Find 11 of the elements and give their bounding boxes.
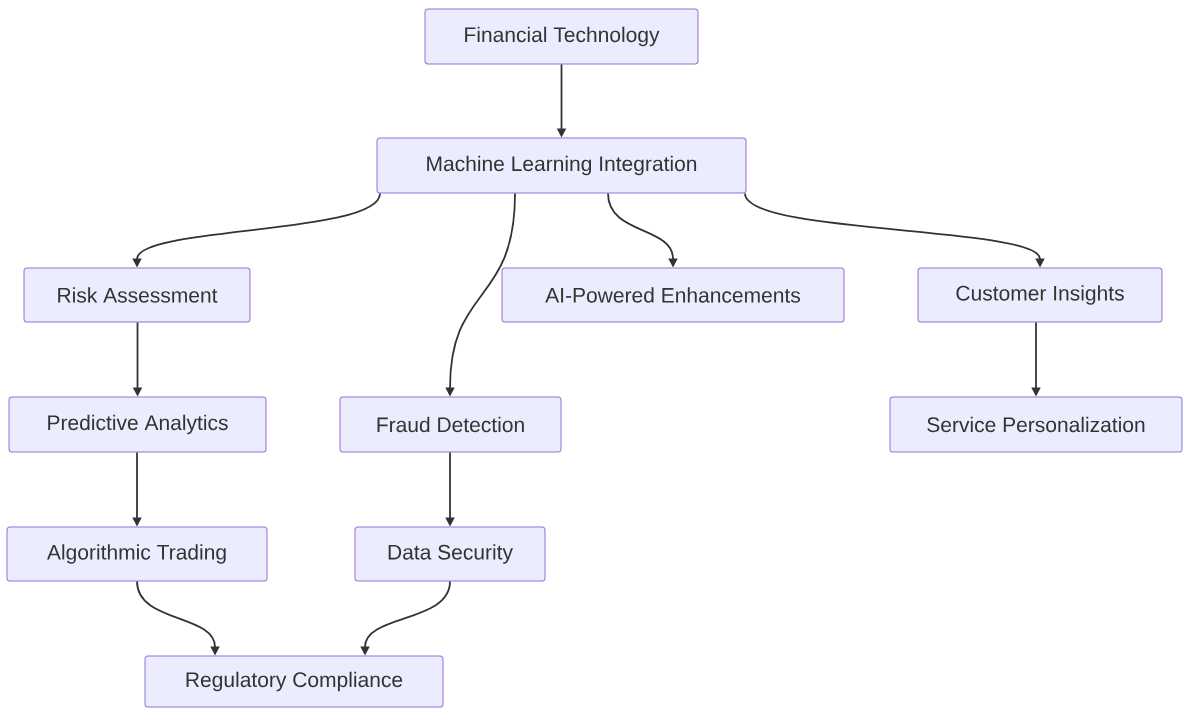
process-box: Regulatory Compliance: [144, 655, 444, 708]
process-box: Financial Technology: [424, 8, 699, 65]
process-box: Customer Insights: [917, 267, 1163, 323]
process-box: Data Security: [354, 526, 546, 582]
process-box: Fraud Detection: [339, 396, 562, 453]
process-box: Risk Assessment: [23, 267, 251, 323]
process-box: Algorithmic Trading: [6, 526, 268, 582]
process-box: Machine Learning Integration: [376, 137, 747, 194]
process-box: Predictive Analytics: [8, 396, 267, 453]
process-box: Service Personalization: [889, 396, 1183, 453]
process-box: AI-Powered Enhancements: [501, 267, 845, 323]
